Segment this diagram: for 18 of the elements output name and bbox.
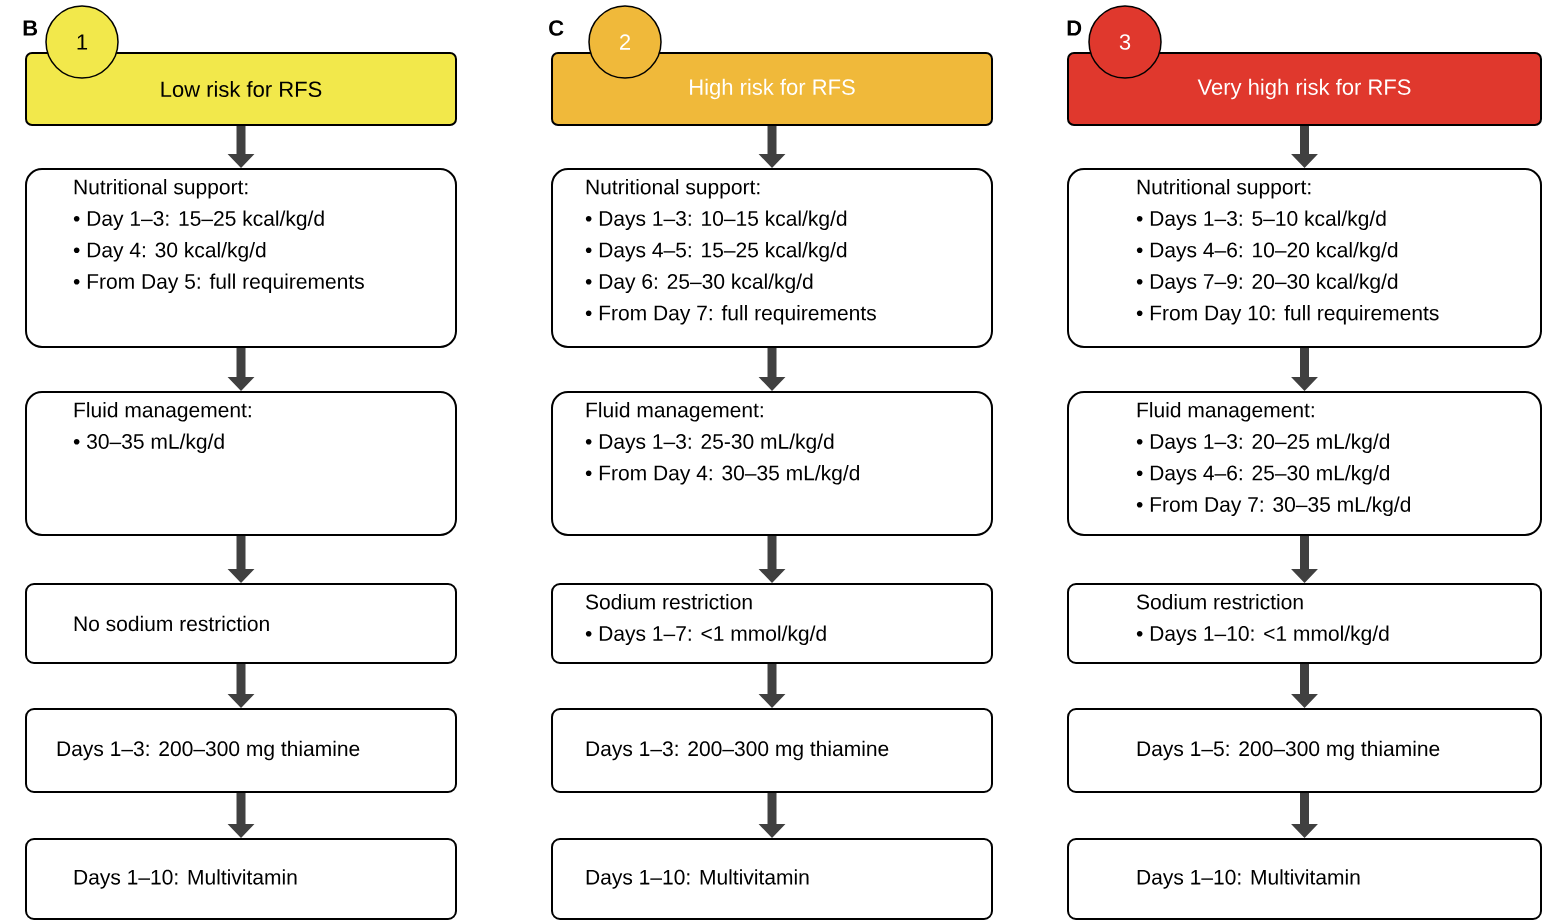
panel-letter: D — [1067, 20, 1082, 36]
step-box: Days 1–5: 200–300 mg thiamine — [1067, 708, 1542, 793]
step-box: Nutritional support: • Days 1–3: 5–10 kcal/kg/d • Days 4–6: 10–20 kcal/kg/d • Days 7–9: 20–30 kcal/kg/d • From Day 10: full requirements — [1067, 168, 1542, 348]
step-box: Sodium restriction • Days 1–7: <1 mmol/kg/d — [551, 583, 993, 664]
step-box: Sodium restriction • Days 1–10: <1 mmol/kg/d — [1067, 583, 1542, 664]
step-box: Days 1–3: 200–300 mg thiamine — [25, 708, 457, 793]
step-box: Fluid management: • Days 1–3: 25-30 mL/kg/d • From Day 4: 30–35 mL/kg/d — [551, 391, 993, 536]
step-box: Nutritional support: • Days 1–3: 10–15 kcal/kg/d • Days 4–5: 15–25 kcal/kg/d • Day 6: 25–30 kcal/kg/d • From Day 7: full requirements — [551, 168, 993, 348]
step-box: Days 1–10: Multivitamin — [1067, 838, 1542, 920]
step-box: Days 1–10: Multivitamin — [25, 838, 457, 920]
step-box: No sodium restriction — [25, 583, 457, 664]
panel-letter: C — [549, 20, 564, 36]
panel-letter: B — [23, 20, 38, 36]
step-box: Fluid management: • Days 1–3: 20–25 mL/kg/d • Days 4–6: 25–30 mL/kg/d • From Day 7: 30–35 mL/kg/d — [1067, 391, 1542, 536]
step-box: Days 1–10: Multivitamin — [551, 838, 993, 920]
step-box: Nutritional support: • Day 1–3: 15–25 kcal/kg/d • Day 4: 30 kcal/kg/d • From Day 5: full requirements — [25, 168, 457, 348]
step-box: Fluid management: • 30–35 mL/kg/d — [25, 391, 457, 536]
step-box: Days 1–3: 200–300 mg thiamine — [551, 708, 993, 793]
